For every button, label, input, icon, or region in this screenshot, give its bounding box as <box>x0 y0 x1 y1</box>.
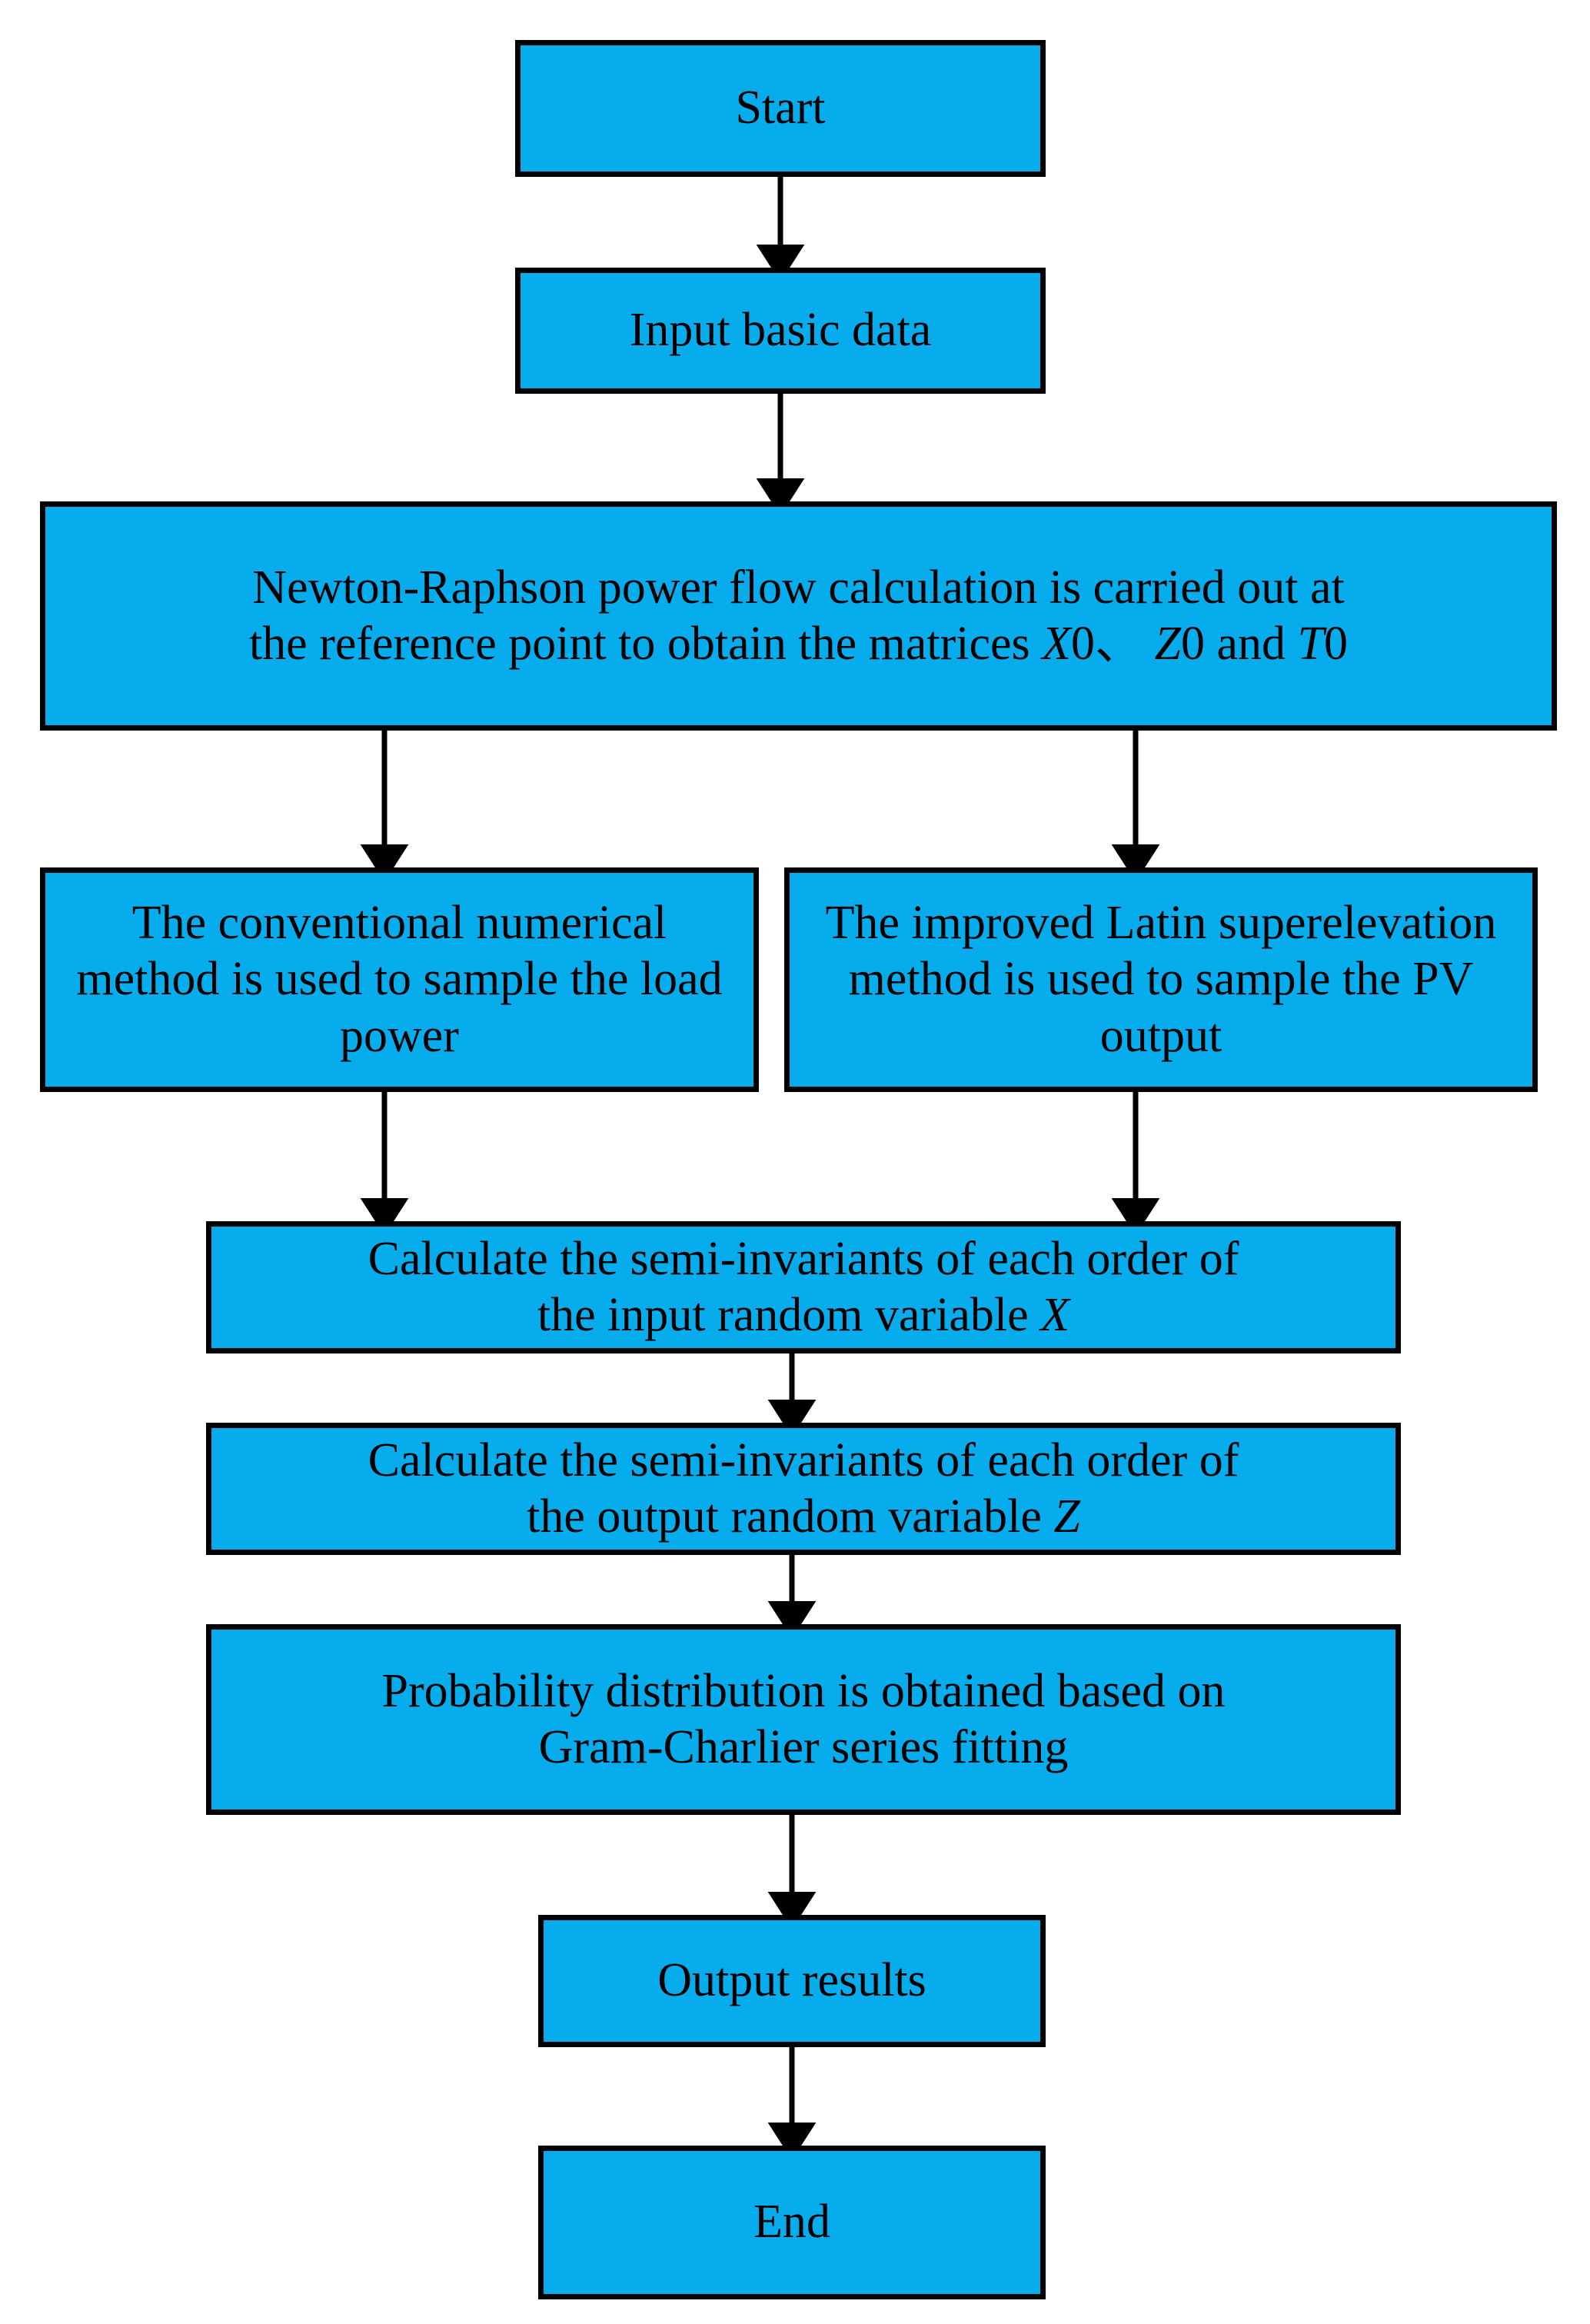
flow-node-gram-charlier[interactable]: Probability distribution is obtained bas… <box>206 1624 1401 1815</box>
flow-node-output-results-label: Output results <box>657 1954 926 2007</box>
semi-z-line-2-prefix: the output random variable <box>527 1490 1054 1543</box>
flow-node-semi-invariants-input-label: Calculate the semi-invariants of each or… <box>222 1231 1385 1343</box>
flow-node-newton-raphson-label: Newton-Raphson power flow calculation is… <box>56 560 1541 672</box>
matrix-symbol-x-suffix: 0、 <box>1071 618 1155 670</box>
flow-node-input-basic-data-label: Input basic data <box>629 304 932 357</box>
newton-line-2-prefix: the reference point to obtain the matric… <box>248 618 1043 670</box>
semi-x-line-1: Calculate the semi-invariants of each or… <box>368 1232 1239 1285</box>
flow-node-gram-charlier-label: Probability distribution is obtained bas… <box>222 1663 1385 1776</box>
flow-node-conventional-numerical-method-label: The conventional numerical method is use… <box>76 897 723 1062</box>
gram-line-1: Probability distribution is obtained bas… <box>381 1664 1226 1717</box>
variable-symbol-z: Z <box>1053 1490 1080 1543</box>
flow-node-end[interactable]: End <box>538 2146 1046 2299</box>
matrix-symbol-t: T <box>1297 618 1325 670</box>
variable-symbol-x: X <box>1040 1289 1070 1341</box>
flow-node-end-label: End <box>753 2196 830 2249</box>
flow-node-semi-invariants-input[interactable]: Calculate the semi-invariants of each or… <box>206 1221 1401 1353</box>
flow-node-conventional-numerical-method[interactable]: The conventional numerical method is use… <box>40 867 759 1092</box>
flow-node-semi-invariants-output[interactable]: Calculate the semi-invariants of each or… <box>206 1423 1401 1555</box>
flow-node-newton-raphson[interactable]: Newton-Raphson power flow calculation is… <box>40 501 1557 731</box>
flow-node-output-results[interactable]: Output results <box>538 1915 1046 2047</box>
flow-node-start[interactable]: Start <box>515 40 1046 177</box>
semi-x-line-2-prefix: the input random variable <box>537 1289 1041 1341</box>
flow-node-improved-latin-superelevation[interactable]: The improved Latin superelevation method… <box>784 867 1538 1092</box>
matrix-symbol-t-suffix: 0 <box>1324 618 1349 670</box>
flow-node-input-basic-data[interactable]: Input basic data <box>515 268 1046 394</box>
flow-node-semi-invariants-output-label: Calculate the semi-invariants of each or… <box>222 1433 1385 1545</box>
matrix-symbol-z-suffix: 0 and <box>1181 618 1298 670</box>
matrix-symbol-z: Z <box>1154 618 1182 670</box>
gram-line-2: Gram-Charlier series fitting <box>538 1721 1069 1773</box>
flow-node-start-label: Start <box>735 82 826 135</box>
matrix-symbol-x: X <box>1042 618 1072 670</box>
newton-line-1: Newton-Raphson power flow calculation is… <box>252 561 1345 614</box>
flow-node-improved-latin-superelevation-label: The improved Latin superelevation method… <box>825 897 1497 1062</box>
semi-z-line-1: Calculate the semi-invariants of each or… <box>368 1433 1239 1487</box>
